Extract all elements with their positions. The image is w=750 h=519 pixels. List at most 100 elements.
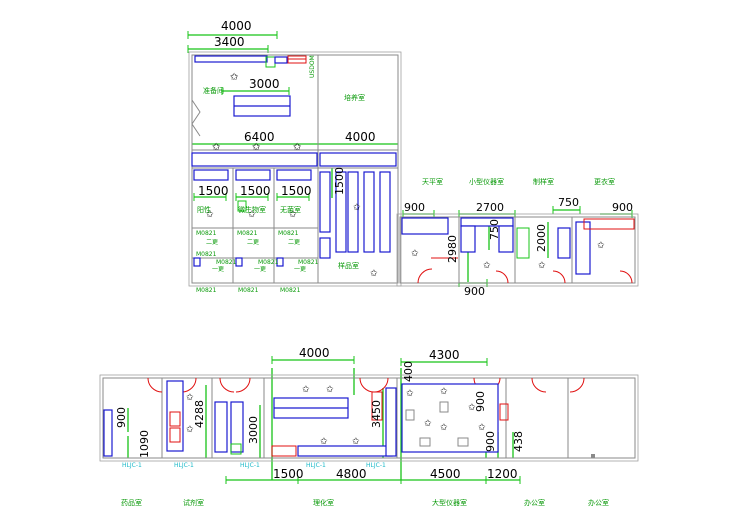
upper-plan: ✩ ✩ ✩ ✩ ✩ ✩ ✩ ✩ ✩ ✩ ✩ ✩ ✩ 4000 3400 3000… xyxy=(187,19,639,298)
tag-m0821: M0821 xyxy=(237,230,258,237)
room-label-balance: 天平室 xyxy=(422,177,443,186)
lower-plan: ✩ ✩ ✩ ✩ ✩ ✩ ✩ ✩ ✩ ✩ ✩ ✩ 4000 4300 400 90… xyxy=(99,346,639,507)
room-label-sample-prep: 制样室 xyxy=(533,177,554,186)
dim-6400: 6400 xyxy=(244,130,275,144)
room-label-prep: 准备间 xyxy=(203,86,224,95)
svg-text:✩: ✩ xyxy=(326,385,334,395)
dim-750-a: 750 xyxy=(558,196,579,209)
room-label-reagent: 药品室 xyxy=(121,498,142,507)
dim-4000-top: 4000 xyxy=(221,19,252,33)
dim-4500: 4500 xyxy=(430,467,461,481)
svg-text:✩: ✩ xyxy=(440,387,448,397)
dim-900-b: 900 xyxy=(612,201,633,214)
svg-text:✩: ✩ xyxy=(483,261,491,271)
dim-1500-a: 1500 xyxy=(198,184,229,198)
tag-m0821: M0821 xyxy=(298,259,319,266)
dim-900-a: 900 xyxy=(404,201,425,214)
room-label-micro-limit: 微生物室 xyxy=(238,205,266,214)
room-label-change: 更衣室 xyxy=(594,177,615,186)
svg-text:✩: ✩ xyxy=(206,210,214,220)
dim-1090: 1090 xyxy=(138,430,151,458)
dim-1500-lower: 1500 xyxy=(273,467,304,481)
lower-furniture xyxy=(103,380,595,459)
tag-m0821: M0821 xyxy=(280,287,301,294)
svg-text:✩: ✩ xyxy=(370,269,378,279)
dim-2000: 2000 xyxy=(535,224,548,252)
tag-first-change: 一更 xyxy=(254,266,266,273)
svg-text:✩: ✩ xyxy=(252,142,261,153)
svg-text:✩: ✩ xyxy=(353,203,361,213)
dim-900-lower-b: 900 xyxy=(474,391,487,412)
svg-text:✩: ✩ xyxy=(538,261,546,271)
svg-text:✩: ✩ xyxy=(186,393,194,403)
lower-light-fixtures: ✩ ✩ ✩ ✩ ✩ ✩ ✩ ✩ ✩ ✩ ✩ ✩ xyxy=(186,385,486,447)
dim-438: 438 xyxy=(512,431,525,452)
svg-text:✩: ✩ xyxy=(302,385,310,395)
svg-text:✩: ✩ xyxy=(411,249,419,259)
dim-900-lower-a: 900 xyxy=(115,407,128,428)
dim-900-c: 900 xyxy=(464,285,485,298)
dim-4288: 4288 xyxy=(193,400,206,428)
dim-4800: 4800 xyxy=(336,467,367,481)
svg-text:✩: ✩ xyxy=(230,72,239,83)
dim-1500-vertical: 1500 xyxy=(333,167,346,195)
room-label-positive: 阳性 xyxy=(197,205,211,214)
dim-1500-c: 1500 xyxy=(281,184,312,198)
dim-2980: 2980 xyxy=(446,235,459,263)
room-label-small-instrument: 小型仪器室 xyxy=(469,177,504,186)
dim-3400: 3400 xyxy=(214,35,245,49)
tag-m0821: M0821 xyxy=(278,230,299,237)
prep-room-entry xyxy=(191,99,201,137)
tag-hljc: HLJC-1 xyxy=(122,462,142,469)
lower-walls xyxy=(99,374,639,462)
dim-4000-lower: 4000 xyxy=(299,346,330,360)
svg-text:✩: ✩ xyxy=(468,403,476,413)
dim-3450: 3450 xyxy=(370,400,383,428)
tag-hljc: HLJC-1 xyxy=(174,462,194,469)
tag-m0821: M0821 xyxy=(196,230,217,237)
tag-hljc: HLJC-1 xyxy=(366,462,386,469)
tag-m0821: M0821 xyxy=(258,259,279,266)
room-label-office-1: 办公室 xyxy=(524,498,545,507)
tag-first-change: 一更 xyxy=(212,266,224,273)
dim-1500-b: 1500 xyxy=(240,184,271,198)
tag-hljc: HLJC-1 xyxy=(306,462,326,469)
tag-m0821: M0821 xyxy=(238,287,259,294)
svg-text:✩: ✩ xyxy=(406,389,414,399)
dim-400: 400 xyxy=(402,361,415,382)
svg-text:✩: ✩ xyxy=(597,241,605,251)
tag-hljc: HLJC-1 xyxy=(240,462,260,469)
tag-m0821: M0821 xyxy=(196,287,217,294)
lower-doors xyxy=(147,377,585,393)
tag-second-change: 二更 xyxy=(288,239,300,246)
room-label-reagent2: 试剂室 xyxy=(183,498,204,507)
tag-first-change: 一更 xyxy=(294,266,306,273)
upper-light-fixtures: ✩ ✩ ✩ ✩ ✩ ✩ ✩ ✩ ✩ ✩ ✩ ✩ ✩ xyxy=(206,72,605,279)
room-label-office-2: 办公室 xyxy=(588,498,609,507)
svg-text:✩: ✩ xyxy=(186,425,194,435)
svg-text:✩: ✩ xyxy=(289,210,297,220)
room-label-physchem: 理化室 xyxy=(313,498,334,507)
svg-text:✩: ✩ xyxy=(478,423,486,433)
dim-4000-right: 4000 xyxy=(345,130,376,144)
dim-1200: 1200 xyxy=(487,467,518,481)
svg-text:✩: ✩ xyxy=(352,437,360,447)
dim-4300: 4300 xyxy=(429,348,460,362)
svg-text:✩: ✩ xyxy=(424,419,432,429)
svg-text:✩: ✩ xyxy=(320,437,328,447)
upper-furniture xyxy=(191,55,635,275)
dim-2700: 2700 xyxy=(476,201,504,214)
svg-text:✩: ✩ xyxy=(248,210,256,220)
dim-3000-lower: 3000 xyxy=(247,416,260,444)
svg-text:✩: ✩ xyxy=(440,423,448,433)
upper-walls xyxy=(188,51,639,287)
room-label-sterile: 无菌室 xyxy=(280,205,301,214)
tag-second-change: 二更 xyxy=(206,239,218,246)
room-label-culture: 培养室 xyxy=(344,93,365,102)
tag-usdom: USDOM xyxy=(309,55,316,78)
tag-m0821: M0821 xyxy=(216,259,237,266)
dim-900-lower-c: 900 xyxy=(484,431,497,452)
room-label-large-instrument: 大型仪器室 xyxy=(432,498,467,507)
tag-m0821: M0821 xyxy=(196,251,217,258)
